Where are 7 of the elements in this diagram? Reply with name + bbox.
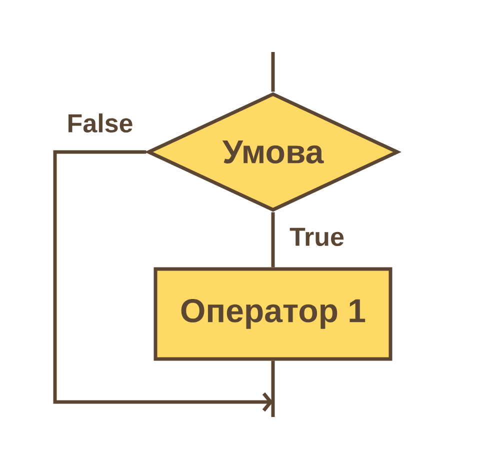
process-box: Оператор 1: [154, 267, 392, 361]
connector-line: [271, 212, 275, 268]
connector-line: [271, 360, 275, 417]
connector-line: [271, 52, 275, 92]
connector-line: [53, 150, 273, 412]
edge-label: False: [66, 112, 134, 134]
edge-label: True: [288, 226, 346, 248]
